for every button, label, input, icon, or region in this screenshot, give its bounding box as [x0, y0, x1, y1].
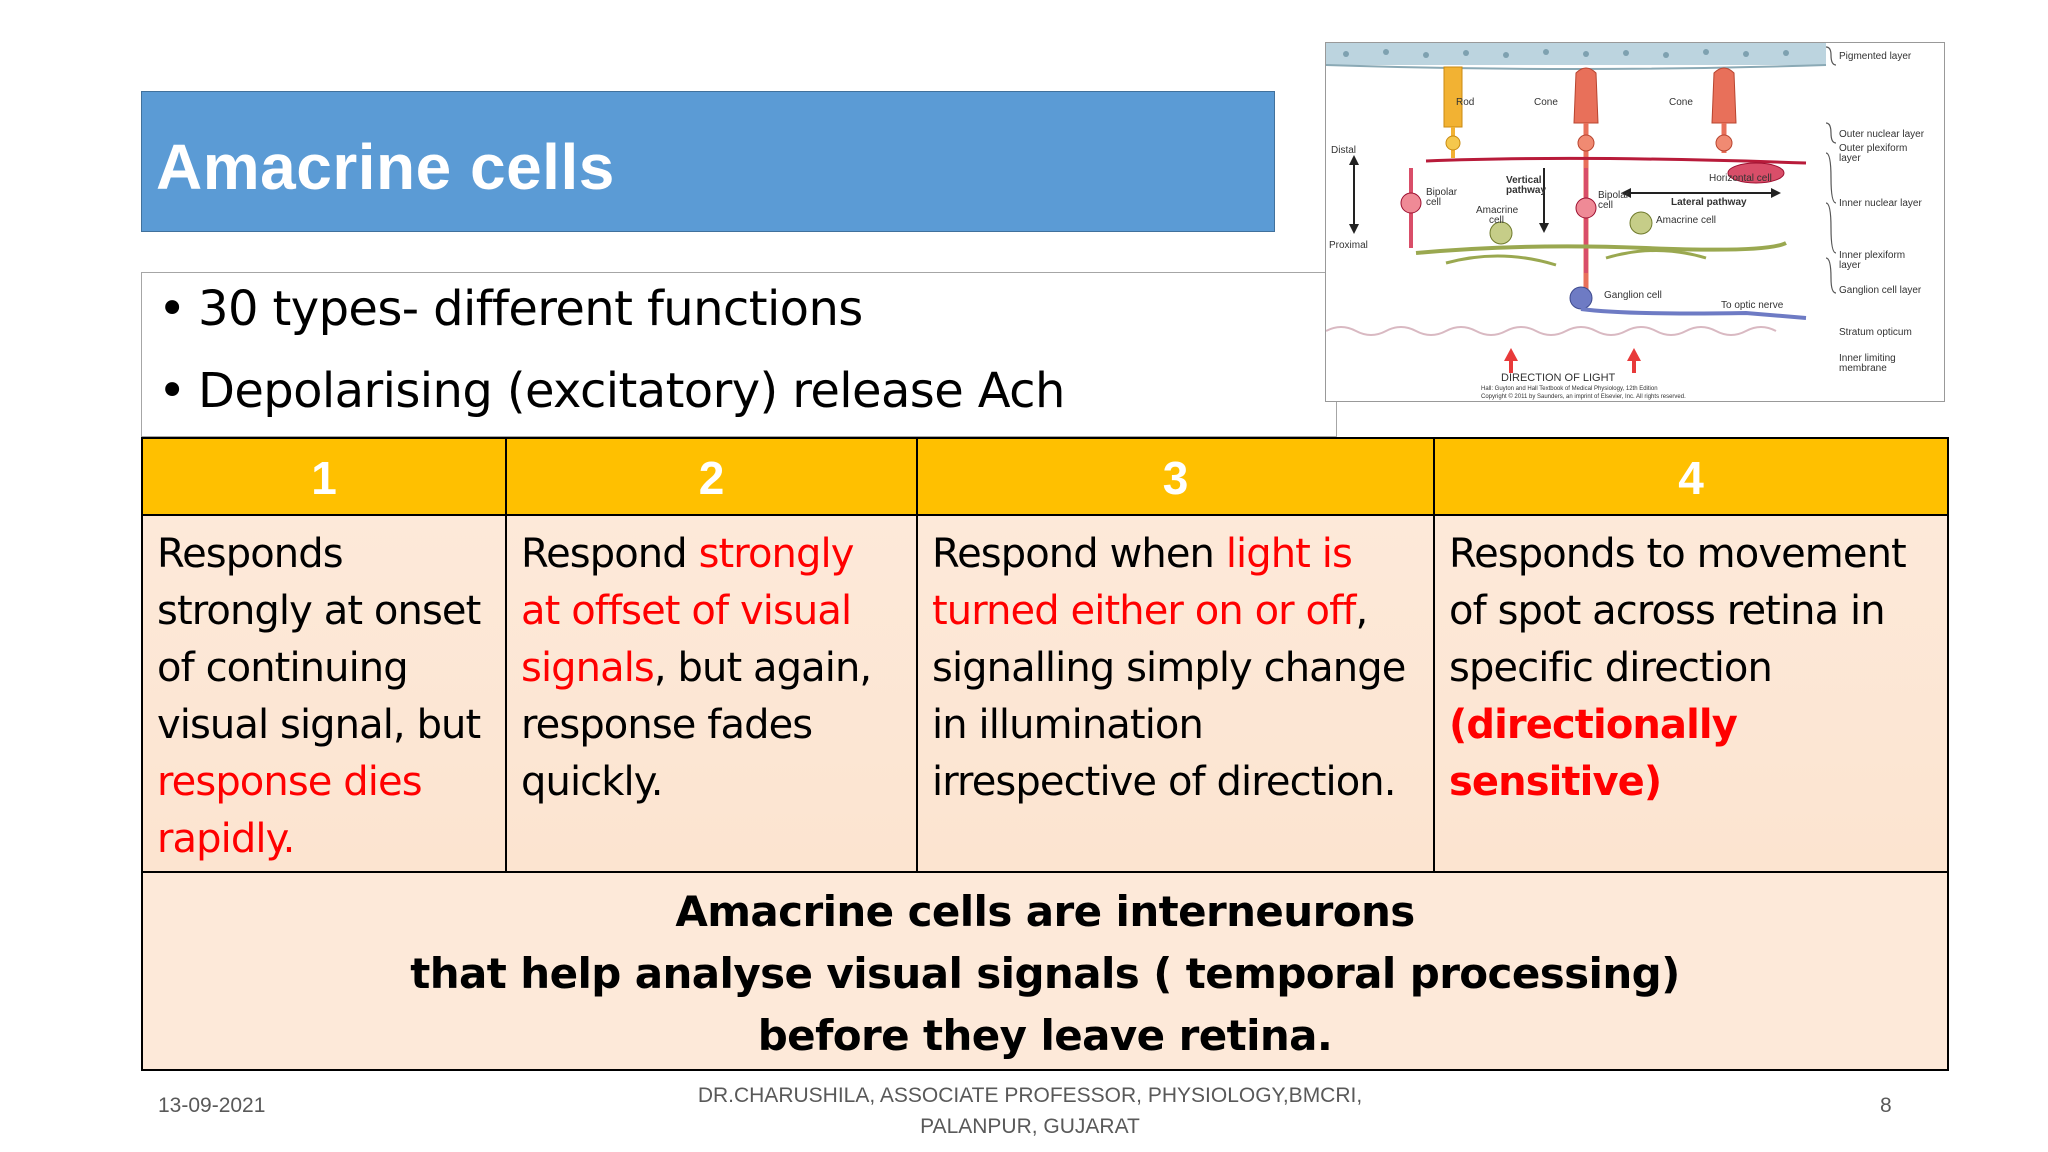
slide-title: Amacrine cells: [156, 131, 615, 203]
cell-text: Responds to movement of spot across reti…: [1449, 531, 1907, 691]
label-stratum-opticum: Stratum opticum: [1839, 327, 1912, 338]
diagram-credit: Copyright © 2011 by Saunders, an imprint…: [1481, 393, 1686, 400]
label-vertical-pathway: Vertical: [1506, 175, 1542, 186]
label-inner-nuclear-layer: Inner nuclear layer: [1839, 198, 1922, 209]
footer-author-line: PALANPUR, GUJARAT: [920, 1115, 1140, 1138]
footer-author: DR.CHARUSHILA, ASSOCIATE PROFESSOR, PHYS…: [590, 1080, 1470, 1142]
footer-author-line: DR.CHARUSHILA, ASSOCIATE PROFESSOR, PHYS…: [697, 1084, 1363, 1107]
bullet-text: Depolarising (excitatory) release Ach: [198, 363, 1065, 419]
label-cone: Cone: [1669, 97, 1693, 108]
bullet-item: •30 types- different functions: [158, 281, 863, 337]
label-vertical-pathway: pathway: [1506, 185, 1546, 196]
summary-line: that help analyse visual signals ( tempo…: [410, 949, 1680, 998]
bullet-text: 30 types- different functions: [198, 281, 863, 337]
bullet-dot-icon: •: [158, 281, 186, 337]
slide-title-bar: Amacrine cells: [141, 91, 1275, 232]
cell-text: Respond when: [932, 531, 1226, 577]
label-amacrine-cell: cell: [1489, 215, 1504, 226]
label-inner-limiting-membrane: Inner limiting: [1839, 353, 1896, 364]
cell-text: , but again, response fades quickly.: [521, 645, 872, 805]
table-header-divider: [143, 514, 1947, 516]
label-amacrine-cell: Amacrine cell: [1656, 215, 1716, 226]
label-ganglion-cell-layer: Ganglion cell layer: [1839, 285, 1922, 296]
diagram-credit: Hall: Guyton and Hall Textbook of Medica…: [1481, 386, 1658, 392]
cell-text: Responds strongly at onset of continuing…: [157, 531, 481, 748]
label-inner-limiting-membrane: membrane: [1839, 363, 1887, 374]
summary-line: before they leave retina.: [757, 1011, 1333, 1060]
table-header-cell: 4: [1435, 439, 1947, 516]
table-cell-type-2: Respond strongly at offset of visual sig…: [507, 516, 918, 871]
label-bipolar-cell: cell: [1426, 197, 1441, 208]
table-summary: Amacrine cells are interneurons that hel…: [143, 873, 1947, 1069]
bullet-dot-icon: •: [158, 363, 186, 419]
table-row-divider: [143, 871, 1947, 873]
label-amacrine-cell: Amacrine: [1476, 205, 1519, 216]
bullet-list: •30 types- different functions •Depolari…: [141, 272, 1337, 437]
retina-diagram-svg: Pigmented layer Rod Cone Cone Outer nucl…: [1326, 43, 1925, 400]
footer-date: 13-09-2021: [158, 1094, 266, 1117]
cell-text: , signalling simply change in illuminati…: [932, 588, 1406, 805]
label-lateral-pathway: Lateral pathway: [1671, 197, 1747, 208]
label-inner-plexiform: Inner plexiform: [1839, 250, 1905, 261]
label-pigmented-layer: Pigmented layer: [1839, 51, 1912, 62]
label-distal: Distal: [1331, 145, 1356, 156]
amacrine-types-table: 1 2 3 4 Responds strongly at onset of co…: [141, 437, 1949, 1071]
label-horizontal-cell: Horizontal cell: [1709, 173, 1772, 184]
table-header-cell: 3: [918, 439, 1435, 516]
cell-highlight-text: light is turned either on or off: [932, 531, 1356, 634]
table-cell-type-3: Respond when light is turned either on o…: [918, 516, 1435, 871]
cell-highlight-text: strongly at offset of visual signals: [521, 531, 854, 691]
table-cell-type-4: Responds to movement of spot across reti…: [1435, 516, 1947, 871]
label-bipolar-cell: Bipolar: [1598, 190, 1630, 201]
label-outer-plexiform: Outer plexiform: [1839, 143, 1907, 154]
label-proximal: Proximal: [1329, 240, 1368, 251]
label-inner-plexiform: layer: [1839, 260, 1861, 271]
label-rod: Rod: [1456, 97, 1474, 108]
label-direction-of-light: DIRECTION OF LIGHT: [1501, 372, 1616, 384]
label-bipolar-cell: Bipolar: [1426, 187, 1458, 198]
label-outer-plexiform: layer: [1839, 153, 1861, 164]
footer-page-number: 8: [1880, 1094, 1892, 1117]
table-header-cell: 1: [143, 439, 507, 516]
label-cone: Cone: [1534, 97, 1558, 108]
cell-highlight-text: response dies rapidly.: [157, 759, 423, 862]
cell-highlight-text: (directionally sensitive): [1449, 702, 1738, 805]
table-cell-type-1: Responds strongly at onset of continuing…: [143, 516, 507, 871]
label-ganglion-cell: Ganglion cell: [1604, 290, 1662, 301]
label-outer-nuclear-layer: Outer nuclear layer: [1839, 129, 1925, 140]
cell-text: Respond: [521, 531, 699, 577]
retina-diagram: Pigmented layer Rod Cone Cone Outer nucl…: [1325, 42, 1945, 402]
label-optic-nerve: To optic nerve: [1721, 300, 1784, 311]
summary-line: Amacrine cells are interneurons: [675, 887, 1415, 936]
label-bipolar-cell: cell: [1598, 200, 1613, 211]
bullet-item: •Depolarising (excitatory) release Ach: [158, 363, 1065, 419]
table-header-cell: 2: [507, 439, 918, 516]
